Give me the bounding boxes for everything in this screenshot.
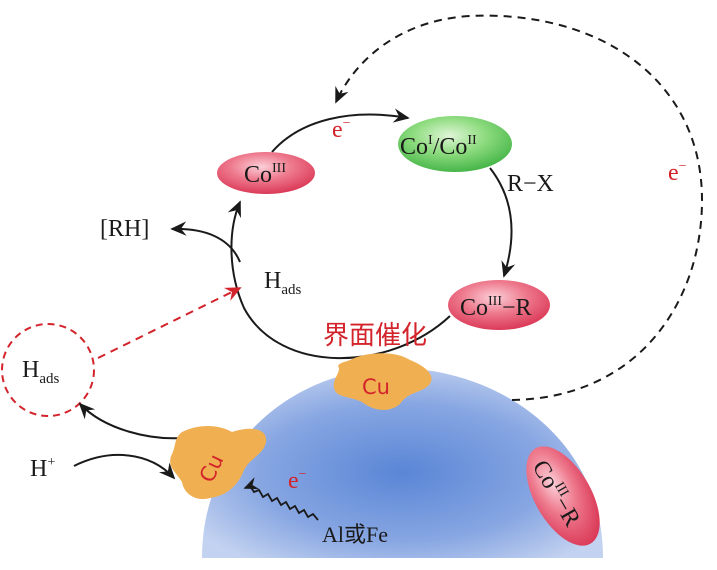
co-iii-r-surface-particle [526,446,600,546]
arrow-cu-to-h-ads [78,402,183,440]
electron-label-right: e− [668,159,687,186]
co-i-ii-label: CoI/CoII [400,133,477,160]
co-iii-r-label: CoIII−R [460,294,532,321]
rh-product-label: [RH] [100,216,149,242]
h-ads-outer-label: Hads [22,357,60,387]
arrow-h-plus-to-cu [73,454,176,480]
h-plus-label: H+ [30,455,55,482]
interface-catalysis-label: 界面催化 [323,321,427,351]
electron-wavy-arrow [243,477,319,521]
cycle-arrow-coi-to-coiiir [489,167,516,278]
cu-particle-top [333,353,432,410]
co-iii-r-ellipse [448,280,550,330]
co-iii-label: CoIII [244,161,286,188]
cu-top-label: Cu [362,375,390,399]
h-ads-migration-arrow [97,287,242,359]
al-or-fe-label: Al或Fe [322,522,388,547]
co-i-ii-ellipse [398,116,512,172]
h-ads-adsorbed-circle [1,323,95,417]
h-ads-inner-label: Hads [264,268,302,298]
cu-particle-left [170,426,267,500]
co-iii-ellipse [217,152,315,194]
electron-label-top: e− [332,116,351,143]
electron-label-bottom: e− [288,467,307,494]
cycle-arrow-coiii-to-coi [271,108,410,153]
r-x-label: R−X [507,171,554,197]
arrow-to-rh [170,221,241,263]
cycle-arrow-coiiir-to-coiii [227,200,451,360]
